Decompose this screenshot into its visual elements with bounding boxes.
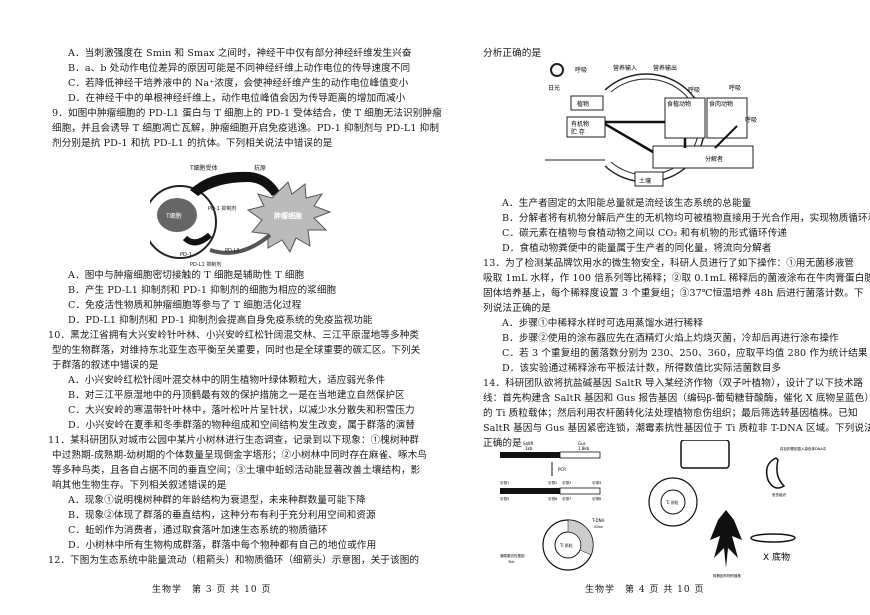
q12-stem: 12．下图为生态系统中能量流动（粗箭头）和物质循环（细箭头）示意图，关于该图的	[48, 555, 420, 566]
q10-stem-line-2: 型的生物群落，对维持东北亚生态平衡至关重要，同时也是全球重要的碳汇区。下列关	[52, 345, 421, 356]
t-cell-label: T细胞	[165, 212, 182, 220]
antigen-label: 抗原	[254, 164, 266, 172]
q10-option-a: A．小兴安岭红松针阔叶混交林中的阴生植物叶绿体颗粒大，适应弱光条件	[68, 375, 386, 386]
pcr-label: PCR	[558, 467, 566, 472]
q9-stem-line-2: 细胞，并且会诱导 T 细胞凋亡瓦解，肿瘤细胞开启免疫逃逸。PD-1 抑制剂与 P…	[52, 123, 440, 134]
q10-option-c: C．大兴安岭的寒温带针叶林中，落叶松叶片呈针状，以减少水分散失和积雪压力	[68, 405, 415, 416]
q13-stem-line-3: 固体培养基上，每个稀释度设置 3 个重复组；③37℃恒温培养 48h 后进行菌落…	[483, 288, 864, 299]
q13-stem-line-2: 吸取 1mL 水样，作 100 倍系列等比稀释；②取 0.1mL 稀释后的菌液涂…	[483, 273, 870, 284]
q9-stem-line-3: 剂分别是抗 PD-1 和抗 PD-L1 的抗体。下列相关说法中错误的是	[52, 138, 333, 149]
q12-option-a: A．生产者固定的太阳能总量就是流经该生态系统的总能量	[502, 198, 752, 209]
primer-2-label: 引物2	[548, 480, 557, 485]
primer-8-label: 引物8	[592, 496, 601, 501]
q12-option-b: B．分解者将有机物分解后产生的无机物均可被植物直接用于光合作用，实现物质循环利用	[502, 213, 870, 224]
primer-3-label: 引物3	[562, 480, 571, 485]
q11-option-c: C．蚯蚓作为消费者，通过取食落叶加速生态系统的物质循环	[68, 525, 328, 536]
q14-stem-line-1: 14．科研团队欲将抗盐碱基因 SaltR 导入某经济作物（双子叶植物），设计了以…	[483, 378, 864, 389]
q8-option-a: A．当刺激强度在 Smin 和 Smax 之间时，神经干中仅有部分神经纤维发生兴…	[68, 48, 412, 59]
q13-option-c: C．若 3 个重复组的菌落数分别为 230、250、360，应取平均值 280 …	[502, 348, 868, 359]
pdl1-inhibitor-label: PD-L1 抑制剂	[190, 261, 221, 268]
ti-plasmid-label: Ti 质粒	[559, 542, 573, 548]
gus-label: Gus	[578, 441, 586, 446]
soil-label: 土壤	[639, 177, 651, 185]
q9-option-a: A．图中与肿瘤细胞密切接触的 T 细胞是辅助性 T 细胞	[68, 270, 305, 281]
primer-7-label: 引物7	[562, 496, 571, 501]
q8-option-b: B．a、b 处动作电位差异的原因可能是不同神经纤维上动作电位的传导速度不同	[68, 63, 411, 74]
pd1-inhibitor-label: PD-1 抑制剂	[208, 205, 236, 212]
plant-label: 植物	[577, 100, 589, 108]
q10-option-b: B．对三江平原湿地中的丹顶鹤最有效的保护措施之一是在当地建立自然保护区	[68, 390, 405, 401]
tdna-size-label: 20kb	[594, 525, 603, 529]
ti-plasmid-label-2: Ti 质粒	[665, 499, 679, 505]
pdl1-label: PD-L1	[225, 248, 240, 254]
transgenic-workflow-diagram: SaltR 1kb Gus 1.8kb PCR 引物1 引物2 引物3 引物4 …	[500, 440, 827, 578]
respiration-label-2: 呼吸	[688, 87, 700, 94]
decomposer-label: 分解者	[705, 155, 723, 163]
pd1-immune-diagram: T细胞 T细胞受体 抗原 肿瘤细胞 PD-1 抑制剂 PD-1 PD-L1 PD…	[150, 164, 332, 268]
respiration-label-1: 呼吸	[575, 67, 587, 74]
q11-stem-line-2: 中过熟期-成熟期-幼树期的个体数量呈现倒金字塔形；②小树林中同时存在麻雀、啄木鸟	[52, 450, 428, 461]
organic-storage-label-1: 有机物	[571, 120, 589, 128]
q9-option-d: D．PD-L1 抑制剂和 PD-1 抑制剂会提高自身免疫系统的免疫监视功能	[68, 315, 373, 326]
q12-stem-continued: 分析正确的是	[483, 48, 542, 59]
hygromycin-size-label: 3kb	[508, 560, 515, 564]
sunlight-label: 日光	[548, 84, 560, 92]
tdna-label: T-DNA	[591, 518, 605, 523]
q13-option-b: B．步骤②使用的涂布器应先在酒精灯火焰上灼烧灭菌，冷却后再进行涂布操作	[502, 333, 839, 344]
hygromycin-gene-label: 潮霉素抗性基因	[500, 553, 525, 558]
q10-stem-line-1: 10．黑龙江省拥有大兴安岭针叶林、小兴安岭红松针阔混交林、三江平原湿地等多种类	[48, 330, 420, 341]
q11-stem-line-1: 11．某科研团队对城市公园中某片小树林进行生态调查，记录到以下现象：①槐树种群	[48, 435, 420, 446]
q12-option-d: D．食植动物粪便中的能量属于生产者的同化量，将流向分解者	[502, 243, 772, 254]
q11-stem-line-4: 响其他生物生存。下列相关叙述错误的是	[52, 480, 227, 491]
q9-option-c: C．免疫活性物质和肿瘤细胞等参与了 T 细胞活化过程	[68, 300, 302, 311]
q9-stem-line-1: 9．如图中肿瘤细胞的 PD-L1 蛋白与 T 细胞上的 PD-1 受体结合，使 …	[52, 108, 442, 119]
plant-note-label: 转基因作物的植株	[713, 573, 741, 578]
page-3: A．当刺激强度在 Smin 和 Smax 之间时，神经干中仅有部分神经纤维发生兴…	[48, 48, 442, 595]
q12-option-c: C．碳元素在植物与食植动物之间以 CO₂ 和有机物的形式循环传递	[502, 228, 788, 239]
q13-option-d: D．该实验通过稀释涂布平板法计数，所得数值比实际活菌数目多	[502, 363, 782, 374]
primer-6-label: 引物6	[548, 496, 557, 501]
nutrient-output-label: 营养输出	[653, 64, 677, 72]
x-substrate-label: X 底物	[763, 551, 790, 563]
q14-stem-line-3: 的 Ti 质粒载体；然后利用农杆菌转化法处理植物愈伤组织；最后筛选转基因植株。已…	[483, 408, 858, 419]
herbivore-label: 食植动物	[667, 100, 691, 108]
respiration-label-3: 呼吸	[729, 85, 741, 92]
respiration-label-4: 呼吸	[745, 117, 757, 124]
saltr-label: SaltR	[523, 441, 534, 446]
saltr-size-label: 1kb	[525, 446, 533, 451]
t-cell-receptor-label: T细胞受体	[189, 164, 218, 172]
q13-stem-line-1: 13．为了检测某品牌饮用水的微生物安全，科研人员进行了如下操作：①用无菌移液管	[483, 258, 855, 269]
carnivore-label: 食肉动物	[709, 100, 733, 108]
q8-option-c: C．若降低神经干培养液中的 Na⁺浓度，会使神经纤维产生的动作电位峰值变小	[68, 78, 409, 89]
q9-option-b: B．产生 PD-L1 抑制剂和 PD-1 抑制剂的细胞为相应的浆细胞	[68, 285, 337, 296]
q14-stem-line-5: 正确的是	[483, 438, 522, 449]
page-footer-right: 生物学 第 4 页 共 10 页	[585, 585, 705, 595]
ecosystem-energy-flow-diagram: 日光 呼吸 营养输入 营养输出 植物 有机物 贮 存 食植动物 食肉动物 呼吸 …	[545, 63, 757, 187]
q13-stem-line-4: 列说法正确的是	[483, 303, 551, 314]
pd1-label: PD-1	[180, 252, 192, 258]
q11-option-b: B．现象②体现了群落的垂直结构，这种分布有利于充分利用空间和资源	[68, 510, 376, 521]
callus-label: 愈伤组织	[772, 492, 786, 497]
page-footer-left: 生物学 第 3 页 共 10 页	[152, 585, 272, 595]
q10-option-d: D．小兴安岭在夏季和冬季群落的物种组成和空间结构发生改变，属于群落的演替	[68, 420, 416, 431]
q14-stem-line-2: 线：首先构建含 SaltR 基因和 Gus 报告基因（编码β-葡萄糖苷酸酶，催化…	[483, 393, 870, 404]
primer-5-label: 引物5	[500, 496, 509, 501]
q10-stem-line-3: 于群落的叙述中错误的是	[52, 360, 159, 371]
nutrient-input-label: 营养输入	[613, 64, 637, 72]
tumor-cell-label: 肿瘤细胞	[273, 211, 302, 220]
callus-note-label: 将目的基因插入染色体DNA中	[780, 446, 827, 451]
q11-option-a: A．现象①说明槐树种群的年龄结构为衰退型，未来种群数量可能下降	[68, 495, 366, 506]
primer-1-label: 引物1	[500, 480, 509, 485]
primer-4-label: 引物4	[592, 480, 602, 485]
gus-size-label: 1.8kb	[578, 446, 590, 451]
q14-stem-line-4: SaltR 基因与 Gus 基因紧密连锁，潮霉素抗性基因位于 Ti 质粒非 T-…	[483, 423, 870, 434]
q11-stem-line-3: 等多种鸟类，且各自占据不同的垂直空间；③土壤中蚯蚓活动能显著改善土壤结构，影	[52, 465, 421, 476]
q11-option-d: D．小树林中所有生物构成群落，群落中每个物种都有自己的地位或作用	[68, 540, 377, 551]
q13-option-a: A．步骤①中稀释水样时可选用蒸馏水进行稀释	[502, 318, 703, 329]
q8-option-d: D．在神经干中的单根神经纤维上，动作电位峰值会因为传导距离的增加而减小	[68, 93, 406, 104]
organic-storage-label-2: 贮 存	[571, 128, 585, 136]
